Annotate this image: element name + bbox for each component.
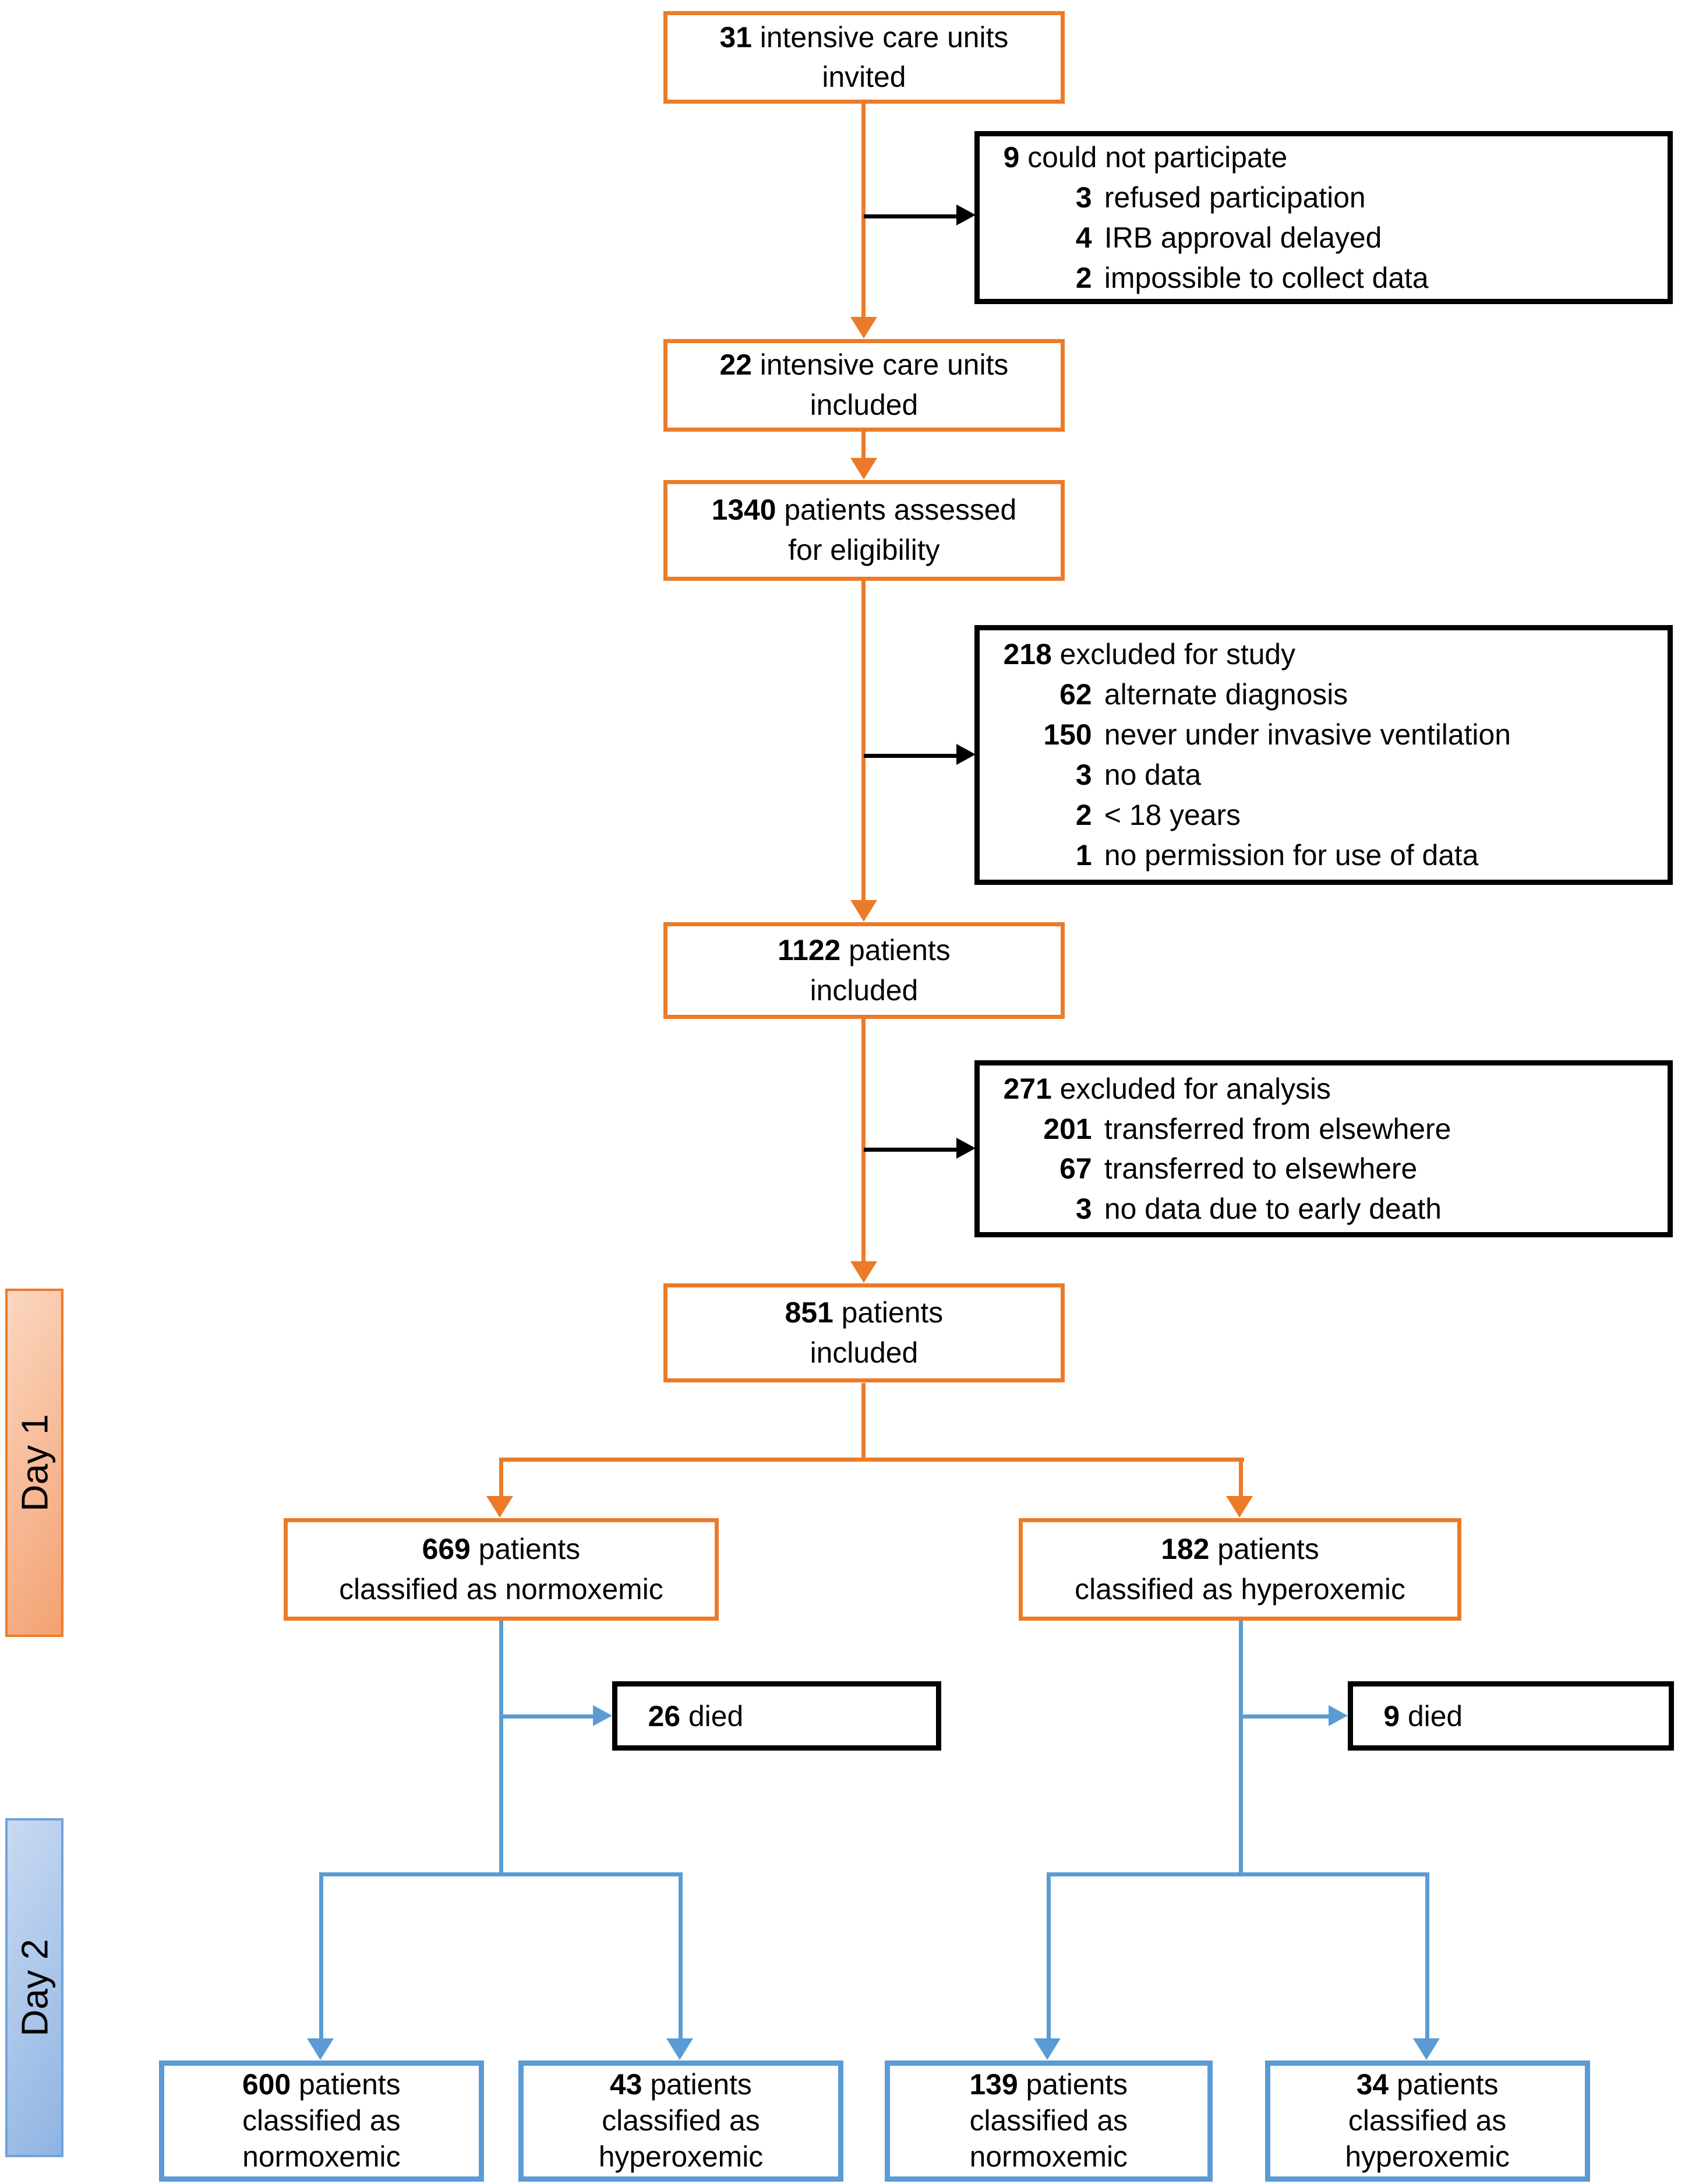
- flow-line-invited-to-included: [861, 104, 866, 317]
- node-died-hyperoxemic: 9 died: [1348, 1681, 1675, 1751]
- node-line: 31 intensive care units: [719, 20, 1009, 54]
- flow-line-day1-right-drop: [1238, 1457, 1243, 1498]
- flow-line-normoxemic-down: [499, 1620, 503, 1876]
- flow-line-day2-drop-4: [1425, 1872, 1430, 2038]
- node-line: hyperoxemic: [1345, 2140, 1510, 2173]
- arrow-right-icon: [593, 1705, 612, 1726]
- arrow-right-icon: [956, 1138, 976, 1159]
- arrow-down-icon: [486, 1496, 514, 1518]
- arrow-down-icon: [850, 457, 877, 479]
- flow-line-branch-died-right: [1240, 1714, 1329, 1719]
- arrow-down-icon: [306, 2038, 334, 2060]
- arrow-down-icon: [1226, 1496, 1253, 1518]
- flow-line-day1-split-bar: [499, 1457, 1245, 1462]
- day1-label: Day 1: [5, 1289, 64, 1638]
- arrow-down-icon: [1412, 2038, 1440, 2060]
- flow-line-day2-drop-2: [679, 1872, 683, 2038]
- node-day2-hyper-hyper: 34 patients classified as hyperoxemic: [1264, 2060, 1590, 2182]
- node-line: 34 patients: [1356, 2068, 1499, 2101]
- flow-line-day2-drop-3: [1046, 1872, 1051, 2038]
- node-line: included: [810, 974, 919, 1007]
- day2-label: Day 2: [5, 1818, 64, 2157]
- arrow-down-icon: [666, 2038, 694, 2060]
- node-line: classified as: [602, 2104, 760, 2137]
- flow-line-day2-drop-1: [319, 1872, 324, 2038]
- node-line: classified as: [969, 2104, 1128, 2137]
- flow-line-patients-to-analyzed: [861, 1019, 866, 1261]
- node-died-normoxemic: 26 died: [612, 1681, 942, 1751]
- node-line: classified as hyperoxemic: [1075, 1572, 1405, 1606]
- node-icu-included: 22 intensive care units included: [663, 338, 1065, 432]
- node-line: 600 patients: [242, 2068, 401, 2101]
- arrow-right-icon: [1328, 1705, 1348, 1726]
- flow-line-included-to-assessed: [861, 431, 866, 458]
- exclusion-header: 271 excluded for analysis: [1003, 1072, 1331, 1105]
- flow-line-analyzed-down: [861, 1382, 866, 1462]
- node-day1-normoxemic: 669 patients classified as normoxemic: [283, 1518, 719, 1621]
- node-line: 1122 patients: [778, 934, 951, 967]
- flow-line-branch-excluded-study: [864, 753, 957, 758]
- flow-line-day1-left-drop: [499, 1457, 503, 1498]
- arrow-down-icon: [850, 316, 877, 338]
- arrow-right-icon: [956, 743, 976, 765]
- node-analyzed: 851 patients included: [663, 1283, 1065, 1383]
- flow-line-day2-right-bar: [1046, 1872, 1430, 1876]
- node-line: 669 patients: [422, 1533, 581, 1566]
- arrow-down-icon: [1034, 2038, 1061, 2060]
- node-day2-norm-hyper: 43 patients classified as hyperoxemic: [518, 2060, 843, 2182]
- node-day2-hyper-norm: 139 patients classified as normoxemic: [885, 2060, 1213, 2182]
- flow-line-hyperoxemic-down: [1238, 1620, 1243, 1876]
- node-icu-invited: 31 intensive care units invited: [663, 10, 1065, 104]
- exclusion-header: 9 could not participate: [1003, 141, 1288, 174]
- node-line: hyperoxemic: [598, 2140, 764, 2173]
- flow-line-day2-left-bar: [319, 1872, 683, 1876]
- node-line: invited: [822, 61, 906, 94]
- node-line: classified as: [242, 2104, 401, 2137]
- node-line: for eligibility: [788, 534, 940, 567]
- flow-line-branch-excluded-analysis: [864, 1148, 957, 1152]
- node-line: 43 patients: [610, 2068, 752, 2101]
- node-line: 851 patients: [785, 1296, 944, 1329]
- flow-line-branch-died-left: [500, 1714, 594, 1719]
- node-line: 22 intensive care units: [719, 348, 1009, 382]
- node-line: included: [810, 389, 919, 421]
- node-line: normoxemic: [969, 2140, 1128, 2173]
- flow-line-branch-not-participate: [864, 214, 957, 218]
- arrow-right-icon: [956, 204, 976, 226]
- node-line: classified as: [1348, 2104, 1507, 2137]
- node-line: 182 patients: [1161, 1533, 1319, 1566]
- arrow-down-icon: [850, 1261, 877, 1283]
- node-day2-norm-norm: 600 patients classified as normoxemic: [158, 2060, 484, 2182]
- node-line: normoxemic: [242, 2140, 401, 2173]
- node-line: 1340 patients assessed: [711, 493, 1017, 527]
- node-patients-included: 1122 patients included: [663, 922, 1065, 1019]
- arrow-down-icon: [850, 900, 877, 922]
- flow-line-assessed-to-patients: [861, 580, 866, 901]
- exclusion-header: 218 excluded for study: [1003, 638, 1296, 671]
- node-count: 31: [719, 20, 752, 54]
- exclusion-item: 2< 18 years: [1075, 798, 1241, 831]
- node-line: classified as normoxemic: [339, 1572, 663, 1606]
- node-line: 139 patients: [969, 2068, 1128, 2101]
- node-assessed: 1340 patients assessed for eligibility: [663, 479, 1065, 581]
- node-day1-hyperoxemic: 182 patients classified as hyperoxemic: [1019, 1518, 1461, 1621]
- node-line: included: [810, 1336, 919, 1370]
